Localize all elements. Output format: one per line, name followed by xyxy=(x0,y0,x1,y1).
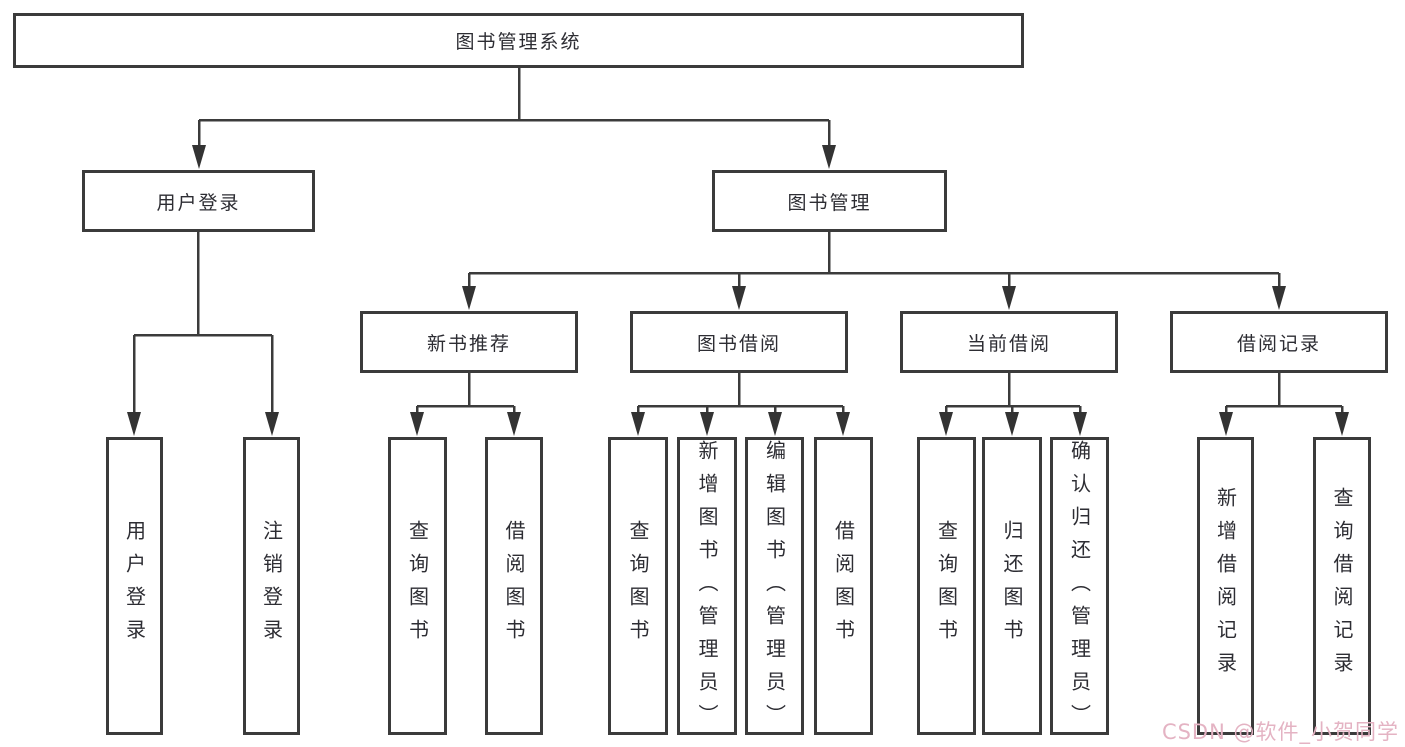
node-current-borrowing-label: 当前借阅 xyxy=(966,332,1051,355)
leaf-borrowing-add-books-admin-label: 新增图书（管理员） xyxy=(695,440,719,737)
leaf-borrowing-query-books: 查询图书 xyxy=(608,437,668,735)
node-root: 图书管理系统 xyxy=(13,13,1024,68)
leaf-newbooks-borrow-books-label: 借阅图书 xyxy=(502,520,526,652)
leaf-current-return-books: 归还图书 xyxy=(982,437,1042,735)
leaf-records-query-borrow-record: 查询借阅记录 xyxy=(1313,437,1371,735)
leaf-borrowing-query-books-label: 查询图书 xyxy=(626,520,650,652)
node-root-label: 图书管理系统 xyxy=(455,31,582,53)
leaf-newbooks-query-books-label: 查询图书 xyxy=(405,520,430,652)
leaf-current-query-books-label: 查询图书 xyxy=(934,520,959,652)
node-current-borrowing: 当前借阅 xyxy=(900,311,1118,373)
csdn-watermark: CSDN @软件_小贺同学 xyxy=(1161,720,1399,744)
node-book-borrowing-label: 图书借阅 xyxy=(696,332,781,355)
node-borrow-records-label: 借阅记录 xyxy=(1236,332,1321,355)
node-user-login-label: 用户登录 xyxy=(156,191,241,214)
leaf-logout-label: 注销登录 xyxy=(259,520,284,652)
leaf-user-login-label: 用户登录 xyxy=(122,520,147,652)
node-book-management: 图书管理 xyxy=(712,170,947,232)
leaf-current-confirm-return-admin-label: 确认归还（管理员） xyxy=(1067,440,1092,737)
leaf-borrowing-add-books-admin: 新增图书（管理员） xyxy=(677,437,737,737)
node-new-book-recommend-label: 新书推荐 xyxy=(426,332,511,355)
leaf-user-login: 用户登录 xyxy=(106,437,163,735)
node-new-book-recommend: 新书推荐 xyxy=(360,311,578,373)
leaf-borrowing-borrow-books-label: 借阅图书 xyxy=(831,520,856,652)
leaf-records-add-borrow-record-label: 新增借阅记录 xyxy=(1213,487,1238,685)
leaf-borrowing-edit-books-admin: 编辑图书（管理员） xyxy=(745,437,804,737)
arrowheads xyxy=(127,145,1349,436)
leaf-newbooks-borrow-books: 借阅图书 xyxy=(485,437,543,735)
leaf-logout: 注销登录 xyxy=(243,437,300,735)
node-borrow-records: 借阅记录 xyxy=(1170,311,1388,373)
leaf-current-query-books: 查询图书 xyxy=(917,437,976,735)
node-book-borrowing: 图书借阅 xyxy=(630,311,848,373)
leaf-borrowing-borrow-books: 借阅图书 xyxy=(814,437,873,735)
leaf-current-confirm-return-admin: 确认归还（管理员） xyxy=(1050,437,1109,737)
node-book-management-label: 图书管理 xyxy=(787,191,872,214)
node-user-login: 用户登录 xyxy=(82,170,315,232)
leaf-current-return-books-label: 归还图书 xyxy=(1000,520,1024,652)
leaf-borrowing-edit-books-admin-label: 编辑图书（管理员） xyxy=(762,440,787,737)
leaf-records-add-borrow-record: 新增借阅记录 xyxy=(1197,437,1254,735)
leaf-records-query-borrow-record-label: 查询借阅记录 xyxy=(1330,487,1354,685)
leaf-newbooks-query-books: 查询图书 xyxy=(388,437,447,735)
